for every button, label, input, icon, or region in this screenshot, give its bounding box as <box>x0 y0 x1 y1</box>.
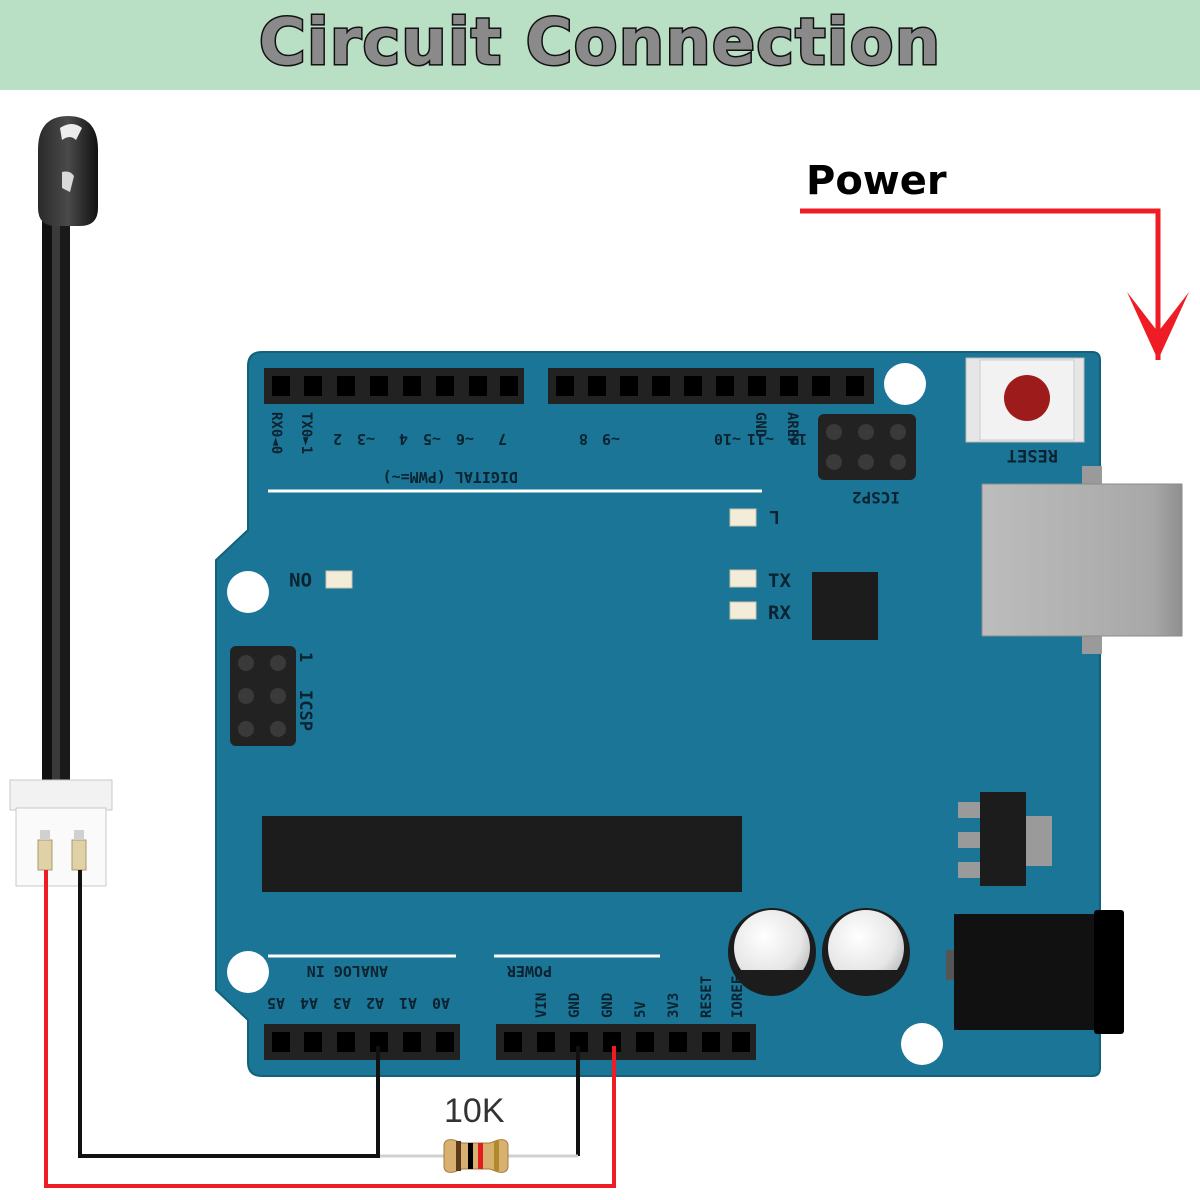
pin-label: 12 <box>789 430 807 448</box>
pin-label: ~5 <box>423 430 441 448</box>
pin-label-gnd: GND <box>752 412 768 437</box>
pin-label: A4 <box>300 994 318 1012</box>
icsp-header <box>230 646 296 746</box>
usb-chip <box>812 572 878 640</box>
led-l <box>729 508 757 527</box>
pin-label: ~3 <box>357 430 375 448</box>
resistor <box>380 1139 578 1173</box>
pin-label: A5 <box>267 994 285 1012</box>
led-rx-label: RX <box>768 602 791 624</box>
voltage-regulator <box>958 792 1052 886</box>
pin-label-reset: RESET <box>699 976 715 1018</box>
mounting-hole <box>227 951 269 993</box>
pin-label: ~10 <box>714 430 741 448</box>
pin-label: 4 <box>399 430 408 448</box>
digital-header-label: DIGITAL (PWM=~) <box>383 468 518 486</box>
pin-label: A2 <box>366 994 384 1012</box>
reset-label: RESET <box>1007 445 1058 465</box>
icsp2-label: ICSP2 <box>852 488 900 507</box>
mounting-hole <box>227 571 269 613</box>
mounting-hole <box>884 363 926 405</box>
power-label: Power <box>806 158 947 204</box>
analog-pin-labels: A0 A1 A2 A3 A4 A5 <box>267 994 450 1012</box>
led-on-label: ON <box>289 568 312 590</box>
pin-label-aref: AREF <box>784 412 800 446</box>
icsp-pin1-label: 1 <box>295 652 315 662</box>
digital-header-1 <box>264 368 524 404</box>
pin-label: ~6 <box>456 430 474 448</box>
resistor-value-label: 10K <box>444 1092 505 1130</box>
mounting-hole <box>901 1023 943 1065</box>
power-wire <box>44 870 616 1188</box>
pin-label-gnd: GND <box>567 993 583 1018</box>
title-banner: Circuit Connection <box>0 0 1200 90</box>
icsp-label: ICSP <box>295 690 315 731</box>
power-input-line <box>800 208 1161 360</box>
pin-label: ~11 <box>747 430 774 448</box>
pin-label: 2 <box>333 430 342 448</box>
reset-button <box>965 357 1085 443</box>
probe-wire <box>58 200 70 790</box>
icsp2-header <box>818 414 916 480</box>
ground-wire <box>78 870 380 1158</box>
pin-label-5v: 5V <box>633 1001 649 1018</box>
thermistor-bulb <box>38 116 98 226</box>
usb-connector <box>981 466 1183 654</box>
dc-power-jack <box>946 910 1124 1034</box>
power-header <box>496 1024 756 1060</box>
pin-label: ~9 <box>602 430 620 448</box>
page-title: Circuit Connection <box>257 5 942 82</box>
atmega-chip <box>262 816 742 892</box>
digital-pin-labels-1: 7 ~6 ~5 4 ~3 2 <box>333 430 507 448</box>
led-l-label: L <box>769 506 780 527</box>
analog-header <box>264 1024 460 1060</box>
capacitor <box>728 908 816 996</box>
pin-label-rx0: RX0◄0 <box>268 412 284 454</box>
pin-label-tx0: TX0►1 <box>298 412 314 454</box>
led-on <box>325 570 353 589</box>
jst-connector <box>9 779 113 887</box>
arduino-board: 7 ~6 ~5 4 ~3 2 TX0►1 RX0◄0 13 12 ~11 ~10… <box>215 351 1183 1077</box>
power-arrow-icon <box>1127 292 1189 360</box>
led-tx <box>729 569 757 588</box>
power-header-label: POWER <box>506 962 552 980</box>
pin-label-vin: VIN <box>534 993 550 1018</box>
probe-wire <box>42 200 54 790</box>
led-tx-label: TX <box>768 570 791 592</box>
led-rx <box>729 601 757 620</box>
analog-header-label: ANALOG IN <box>307 962 388 980</box>
pin-label-3v3: 3V3 <box>666 993 682 1018</box>
pin-label: A0 <box>432 994 450 1012</box>
digital-header-2 <box>548 368 874 404</box>
pin-label-gnd: GND <box>600 993 616 1018</box>
pin-label-ioref: IOREF <box>730 976 746 1018</box>
thermistor-probe <box>38 116 98 790</box>
board-pcb <box>215 351 1101 1077</box>
pin-label: A3 <box>333 994 351 1012</box>
pin-label: 7 <box>498 430 507 448</box>
pin-label: 8 <box>579 430 588 448</box>
pin-label: A1 <box>399 994 417 1012</box>
capacitor <box>822 908 910 996</box>
